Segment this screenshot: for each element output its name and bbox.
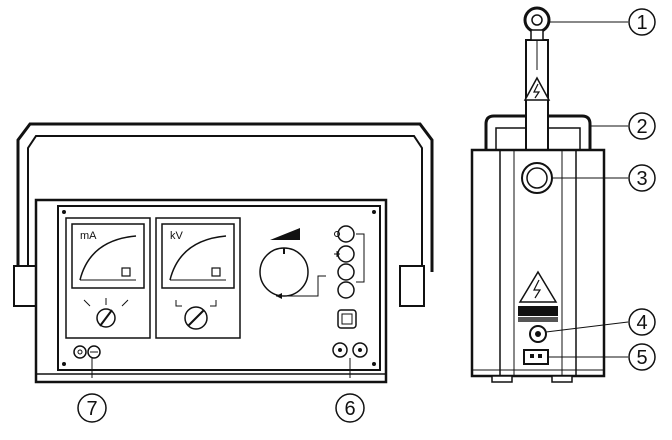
callout-2: 2 [628, 112, 656, 140]
hv-foot-left [491, 375, 513, 383]
voltage-unit-label: kV [170, 230, 184, 242]
hv-foot-right [551, 375, 573, 383]
voltage-meter [155, 217, 241, 339]
svg-text:6: 6 [344, 398, 355, 420]
callout-3: 3 [628, 164, 656, 192]
bottom-terminals[interactable] [332, 342, 368, 358]
svg-text:3: 3 [636, 168, 647, 190]
arrow-left-icon [276, 293, 282, 299]
output-socket[interactable] [529, 325, 547, 343]
push-button-1[interactable] [337, 225, 355, 243]
callouts: 1 2 3 4 5 6 7 [77, 8, 656, 423]
push-button-4[interactable] [337, 281, 355, 299]
right-foot [399, 265, 425, 307]
control-buttons [334, 225, 365, 299]
panel-screws [62, 210, 376, 366]
high-voltage-unit [470, 6, 606, 383]
hv-warning-label [518, 270, 558, 322]
power-inlet[interactable] [523, 349, 549, 365]
push-button-3[interactable] [337, 263, 355, 281]
control-unit: mA kV [13, 122, 434, 384]
callout-leaders [91, 21, 629, 378]
voltage-adjust-knob[interactable] [175, 300, 217, 330]
control-unit-frame [16, 122, 434, 272]
svg-text:2: 2 [636, 116, 647, 138]
earth-terminal[interactable] [73, 345, 101, 359]
ramp-indicator-icon [270, 228, 300, 240]
callout-1: 1 [628, 8, 656, 36]
svg-text:4: 4 [636, 312, 647, 334]
callout-4: 4 [628, 308, 656, 336]
push-button-2[interactable] [337, 245, 355, 263]
round-window [521, 162, 553, 194]
lifting-eye[interactable] [523, 6, 551, 41]
callout-5: 5 [628, 343, 656, 371]
svg-text:5: 5 [636, 347, 647, 369]
callout-7: 7 [77, 393, 107, 423]
callout-6: 6 [335, 393, 365, 423]
key-switch[interactable] [337, 309, 357, 329]
svg-text:1: 1 [636, 12, 647, 34]
high-voltage-warning-icon [523, 76, 551, 101]
svg-text:7: 7 [86, 398, 97, 420]
current-range-selector[interactable] [83, 298, 129, 328]
left-foot [13, 265, 37, 307]
current-unit-label: mA [80, 230, 97, 242]
voltage-regulator-knob[interactable] [259, 247, 309, 297]
